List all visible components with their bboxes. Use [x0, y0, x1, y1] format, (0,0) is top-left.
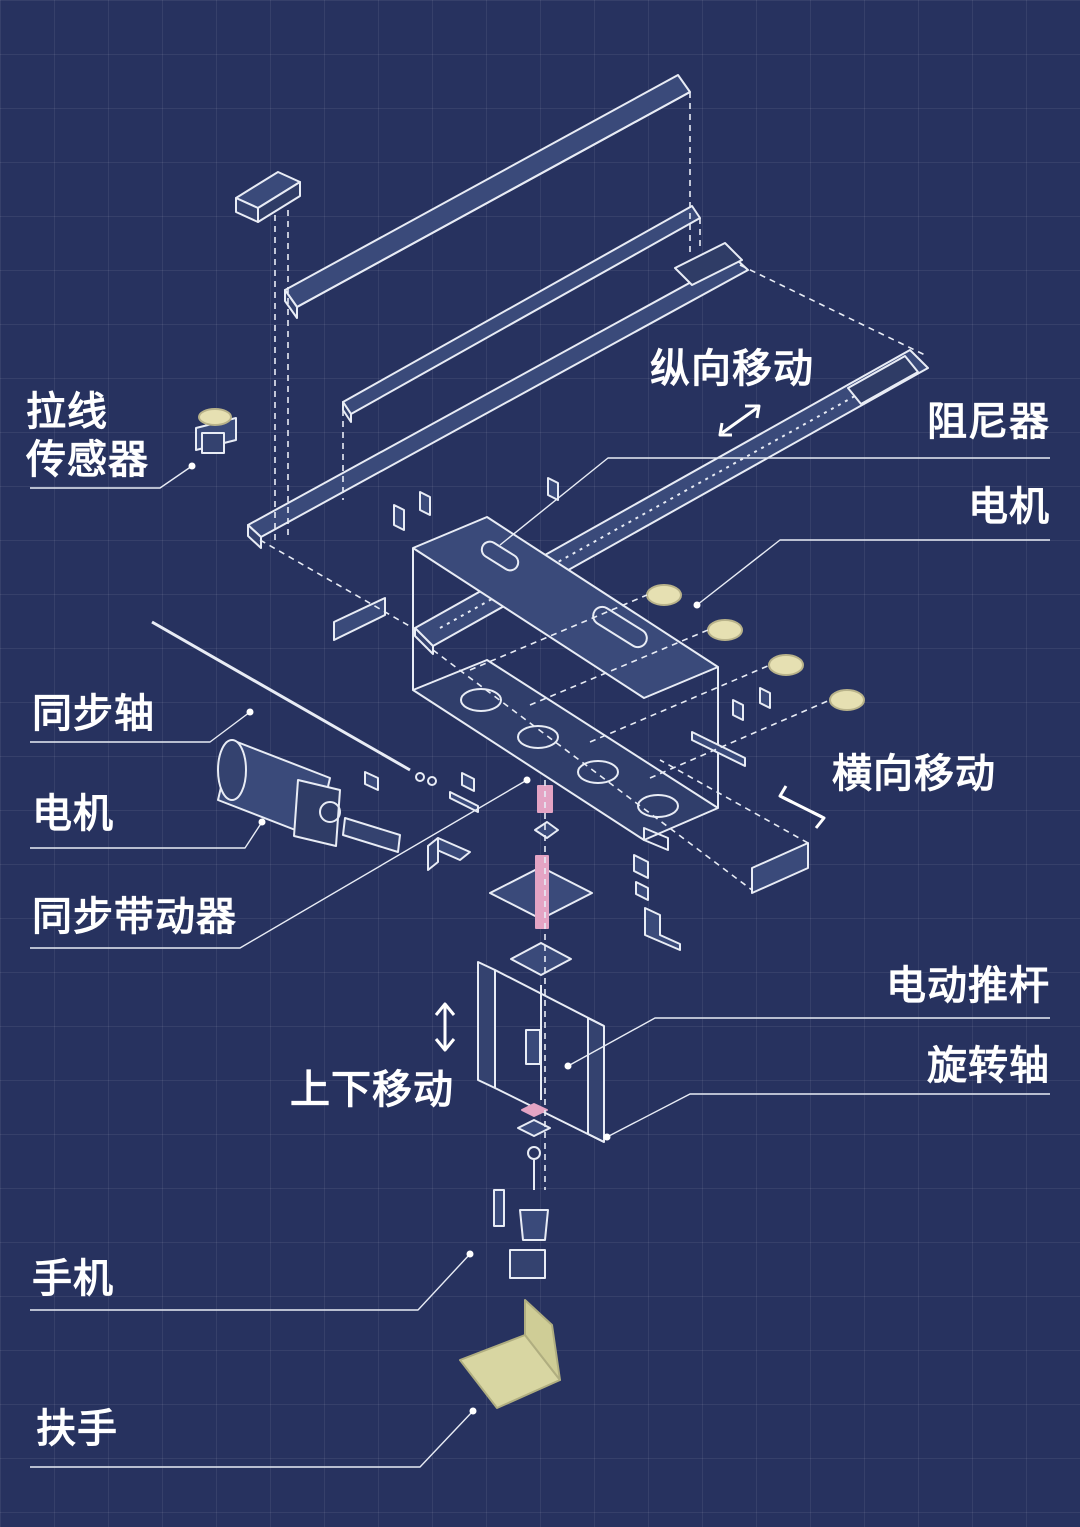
leader-lines	[30, 457, 1050, 1468]
motor-part	[217, 739, 401, 853]
label-pull-sensor: 拉线 传感器	[26, 388, 149, 484]
label-phone: 手机	[32, 1256, 114, 1302]
lateral-plate	[333, 597, 809, 894]
armrest-part	[459, 1299, 561, 1409]
label-armrest: 扶手	[36, 1406, 118, 1452]
label-sync-shaft: 同步轴	[32, 691, 155, 737]
label-motor-left: 电机	[32, 791, 114, 837]
pads	[646, 584, 865, 711]
label-sync-belt: 同步带动器	[32, 894, 237, 940]
vertical-arrow-icon	[434, 1002, 456, 1052]
small-bracket	[235, 171, 301, 223]
longitudinal-arrow-icon	[718, 404, 761, 437]
label-rotary-shaft: 旋转轴	[927, 1043, 1050, 1089]
label-damper: 阻尼器	[927, 399, 1050, 445]
small-clips	[364, 477, 771, 951]
guide-lines	[259, 92, 926, 1190]
label-pull-sensor-line1: 拉线	[26, 389, 108, 435]
label-vertical: 上下移动	[290, 1067, 454, 1113]
leader-dots	[188, 462, 701, 1415]
sync-shaft-part	[151, 620, 437, 786]
top-rail	[284, 74, 691, 319]
label-motor-top: 电机	[968, 484, 1050, 530]
label-lateral: 横向移动	[832, 751, 996, 797]
vertical-stack	[477, 785, 605, 1279]
label-longitudinal: 纵向移动	[650, 346, 814, 392]
label-pull-sensor-line2: 传感器	[26, 437, 149, 483]
lateral-arrow-icon	[778, 785, 826, 829]
label-actuator: 电动推杆	[886, 963, 1050, 1009]
pull-sensor-part	[195, 408, 237, 454]
lower-rail	[247, 242, 749, 549]
